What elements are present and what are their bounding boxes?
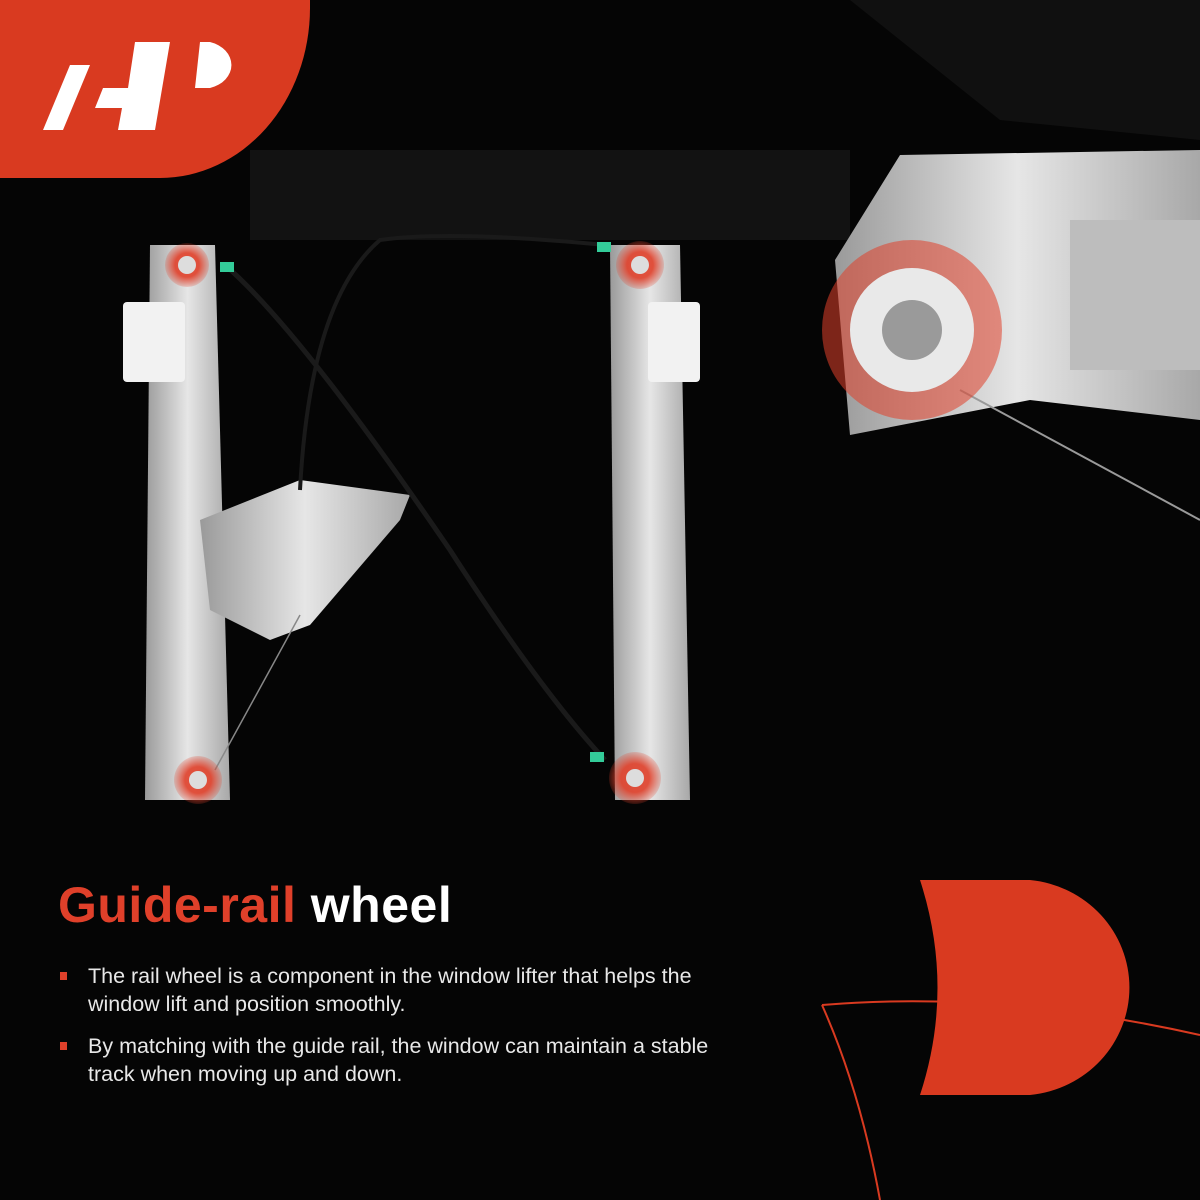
list-item-text: By matching with the guide rail, the win… (88, 1034, 709, 1086)
title-rest: wheel (310, 877, 453, 933)
wheel-highlight-icon (165, 241, 664, 804)
bullet-icon (60, 1042, 67, 1050)
window-regulator (123, 234, 700, 804)
logo-icon (43, 42, 232, 130)
list-item: By matching with the guide rail, the win… (58, 1032, 738, 1088)
list-item-text: The rail wheel is a component in the win… (88, 964, 692, 1016)
decorative-d-shape (821, 880, 1200, 1200)
bullet-icon (60, 972, 67, 980)
page-title: Guide-rail wheel (58, 876, 452, 934)
feature-list: The rail wheel is a component in the win… (58, 962, 738, 1102)
list-item: The rail wheel is a component in the win… (58, 962, 738, 1018)
zoomed-wheel-detail (822, 150, 1200, 521)
title-accent: Guide-rail (58, 877, 297, 933)
brand-logo (0, 0, 310, 178)
